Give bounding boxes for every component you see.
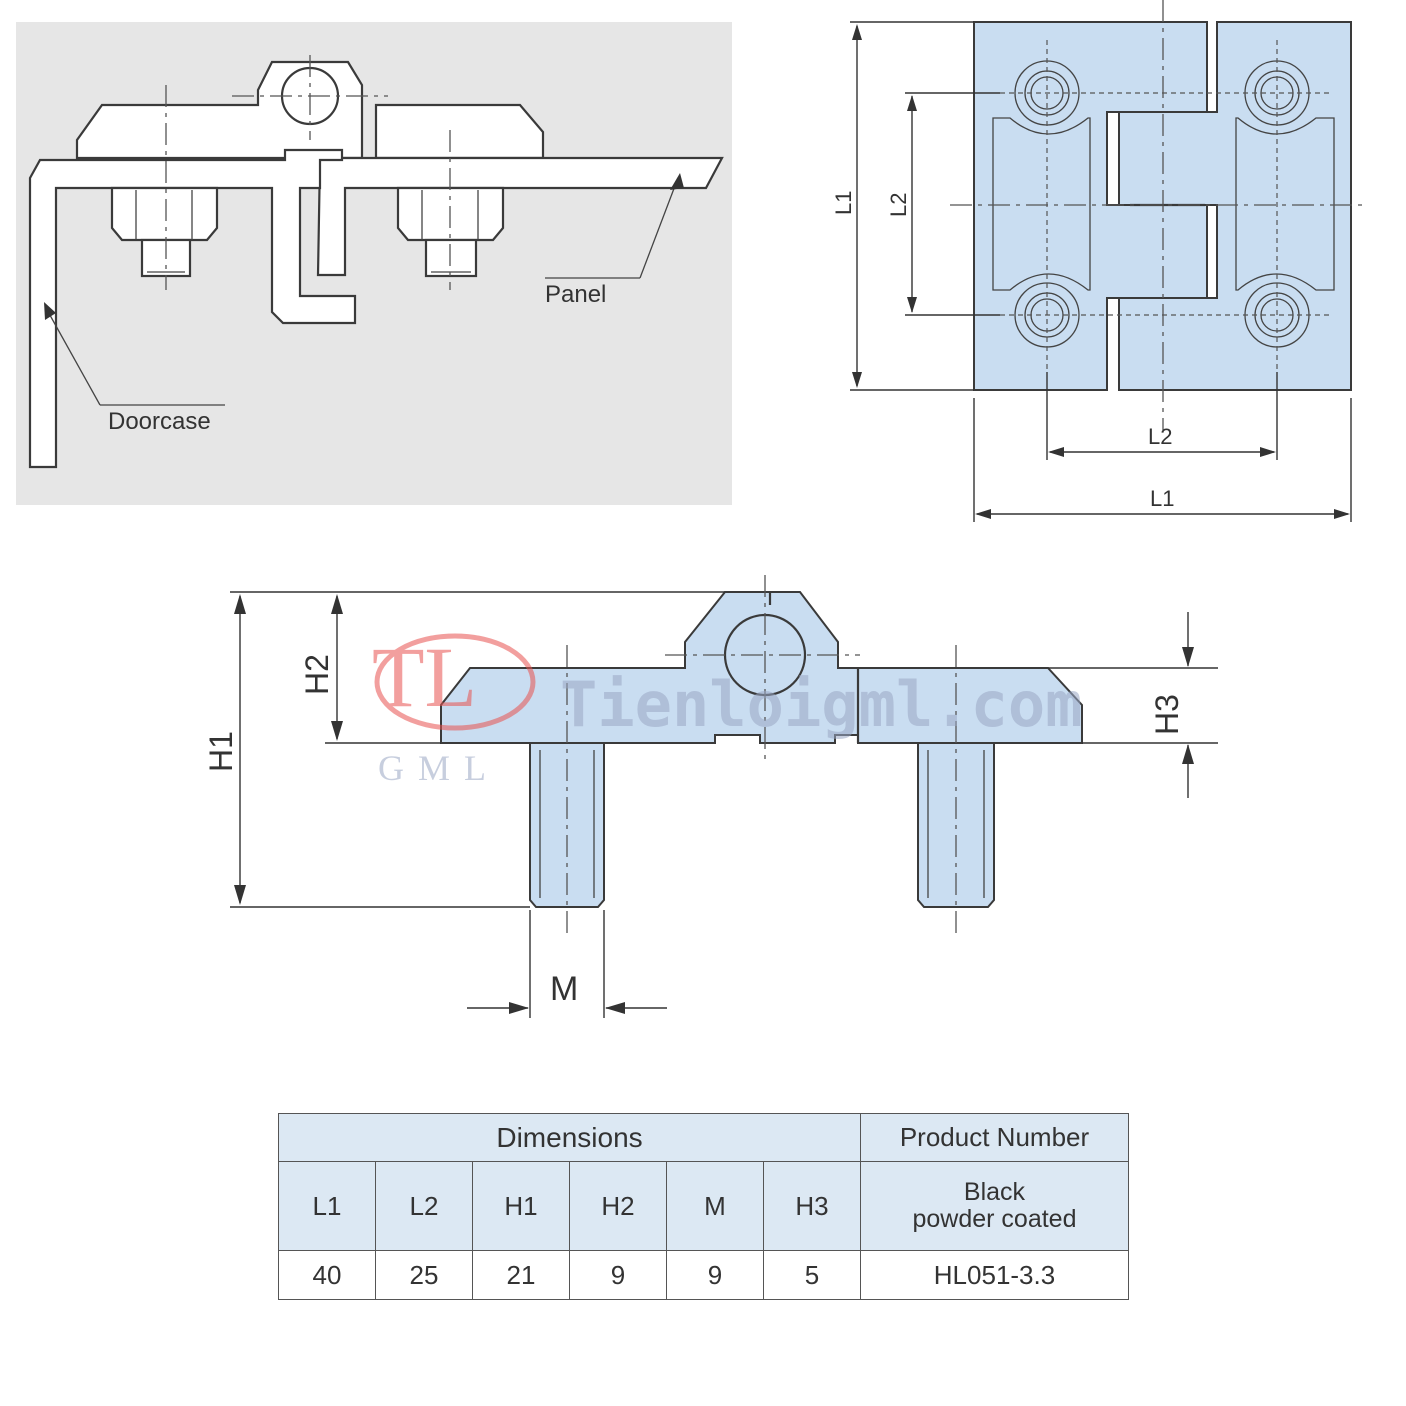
col-l1: L1 [278, 1161, 376, 1251]
col-m: M [666, 1161, 764, 1251]
col-product-finish-line2: powder coated [912, 1205, 1077, 1233]
value-l2: 25 [375, 1250, 473, 1300]
value-h2: 9 [569, 1250, 667, 1300]
plan-recess-left [992, 117, 1091, 291]
side-hinge-body [440, 591, 1083, 744]
watermark: TL GML Tienloigml.com [372, 629, 1083, 788]
doorcase-frame [28, 148, 357, 469]
dim-h1: H1 [203, 731, 239, 772]
plan-view-diagram: L1 L2 L2 L1 [831, 0, 1362, 522]
col-h1: H1 [472, 1161, 570, 1251]
dim-l1-horizontal: L1 [1150, 486, 1174, 511]
label-doorcase: Doorcase [108, 408, 211, 435]
hinge-leaf-left [75, 60, 364, 160]
installation-diagram: Panel Doorcase [16, 22, 732, 505]
watermark-logo-letters: TL [372, 629, 477, 725]
nut-left [110, 186, 219, 278]
dim-h3: H3 [1149, 694, 1185, 735]
value-product-number: HL051-3.3 [860, 1250, 1129, 1300]
installation-background [16, 22, 732, 505]
col-h3: H3 [763, 1161, 861, 1251]
side-view-diagram: H1 H2 H3 M TL GML Tienloigml.com [203, 575, 1218, 1018]
header-product-number: Product Number [860, 1113, 1129, 1162]
dim-l2-horizontal: L2 [1148, 424, 1172, 449]
hinge-leaf-right [374, 103, 545, 160]
plan-recess-right [1235, 117, 1335, 291]
col-product-finish-line1: Black [963, 1178, 1026, 1206]
value-m: 9 [666, 1250, 764, 1300]
watermark-site: Tienloigml.com [560, 668, 1083, 741]
watermark-logo-ring [374, 633, 536, 731]
value-l1: 40 [278, 1250, 376, 1300]
label-panel: Panel [545, 281, 606, 308]
value-h1: 21 [472, 1250, 570, 1300]
nut-right [396, 186, 505, 278]
dim-h2: H2 [299, 654, 335, 695]
watermark-logo-sub: GML [378, 748, 500, 788]
dim-l2-vertical: L2 [886, 193, 911, 217]
value-h3: 5 [763, 1250, 861, 1300]
header-dimensions: Dimensions [278, 1113, 861, 1162]
col-h2: H2 [569, 1161, 667, 1251]
plan-leaf-right [1118, 21, 1352, 391]
dimensions-table: Dimensions Product Number L1 L2 H1 H2 M … [278, 1113, 1129, 1300]
col-product-finish: Black powder coated [860, 1161, 1129, 1251]
dim-m: M [550, 970, 578, 1008]
dim-l1-vertical: L1 [831, 191, 856, 215]
col-l2: L2 [375, 1161, 473, 1251]
